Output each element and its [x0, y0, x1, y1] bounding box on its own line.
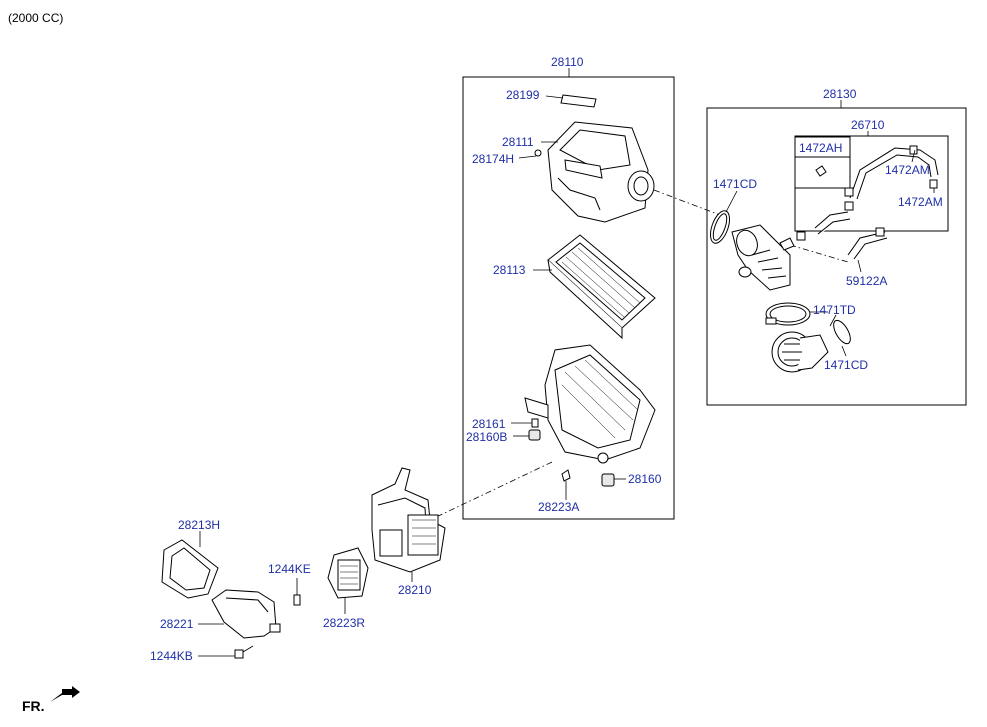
part-1244kb-bolt[interactable]: [234, 645, 254, 659]
part-28223a-clip[interactable]: [561, 469, 571, 482]
part-28161-grommet[interactable]: [531, 418, 539, 428]
label-26710: 26710: [851, 118, 885, 132]
part-1471cd-clamp-lower[interactable]: [830, 318, 853, 347]
label-28160b: 28160B: [466, 430, 507, 444]
part-28111-upper-cover[interactable]: [534, 121, 655, 223]
label-28223a: 28223A: [538, 500, 579, 514]
label-1471td: 1471TD: [813, 303, 856, 317]
label-28113: 28113: [493, 263, 526, 277]
part-28213h-duct-inlet[interactable]: [161, 539, 219, 599]
assembly-line-outlet: [653, 189, 721, 216]
label-28110: 28110: [551, 55, 584, 69]
assembly-line-duct: [429, 461, 553, 521]
label-1471cd-upper: 1471CD: [713, 177, 757, 191]
part-28210-duct[interactable]: [371, 467, 446, 573]
label-28221: 28221: [160, 617, 194, 631]
part-28221-duct[interactable]: [211, 589, 281, 639]
label-28213h: 28213H: [178, 518, 220, 532]
part-28223r-insulator[interactable]: [327, 547, 369, 599]
part-1472ah-clip[interactable]: [815, 165, 827, 177]
label-28161: 28161: [472, 417, 506, 431]
front-arrow-icon: [50, 686, 80, 702]
label-28223r: 28223R: [323, 616, 365, 630]
clamp-1472ah-box: [794, 136, 851, 189]
part-1471td-clamp[interactable]: [765, 302, 811, 326]
label-1472am-lower: 1472AM: [898, 195, 943, 209]
engine-note: (2000 CC): [8, 11, 63, 25]
label-28160: 28160: [628, 472, 662, 486]
part-28113-filter-element[interactable]: [547, 234, 656, 340]
label-1244kb: 1244KB: [150, 649, 193, 663]
part-26710-breather-hose[interactable]: [796, 145, 939, 260]
part-28199-label-strip[interactable]: [560, 94, 597, 108]
part-intake-hose[interactable]: [731, 224, 795, 291]
part-lower-case[interactable]: [524, 344, 656, 464]
part-1471cd-clamp-upper[interactable]: [707, 208, 734, 245]
part-1244ke-bolt[interactable]: [293, 578, 301, 606]
label-28199: 28199: [506, 88, 540, 102]
air-cleaner-group-frame: [462, 76, 675, 520]
label-1472am-upper: 1472AM: [885, 163, 930, 177]
front-direction-label: FR.: [22, 698, 45, 714]
label-1471cd-lower: 1471CD: [824, 358, 868, 372]
part-28160b-insulator[interactable]: [528, 429, 541, 441]
label-28111: 28111: [502, 135, 534, 149]
label-1472ah: 1472AH: [799, 141, 842, 155]
label-28174h: 28174H: [472, 152, 514, 166]
label-28210: 28210: [398, 583, 432, 597]
intake-hose-group-frame: [706, 107, 967, 406]
part-resonator[interactable]: [771, 331, 829, 373]
label-1244ke: 1244KE: [268, 562, 311, 576]
part-28160-insulator[interactable]: [601, 473, 615, 487]
assembly-line-hose: [789, 244, 849, 263]
label-59122a: 59122A: [846, 274, 887, 288]
label-28130: 28130: [823, 87, 857, 101]
